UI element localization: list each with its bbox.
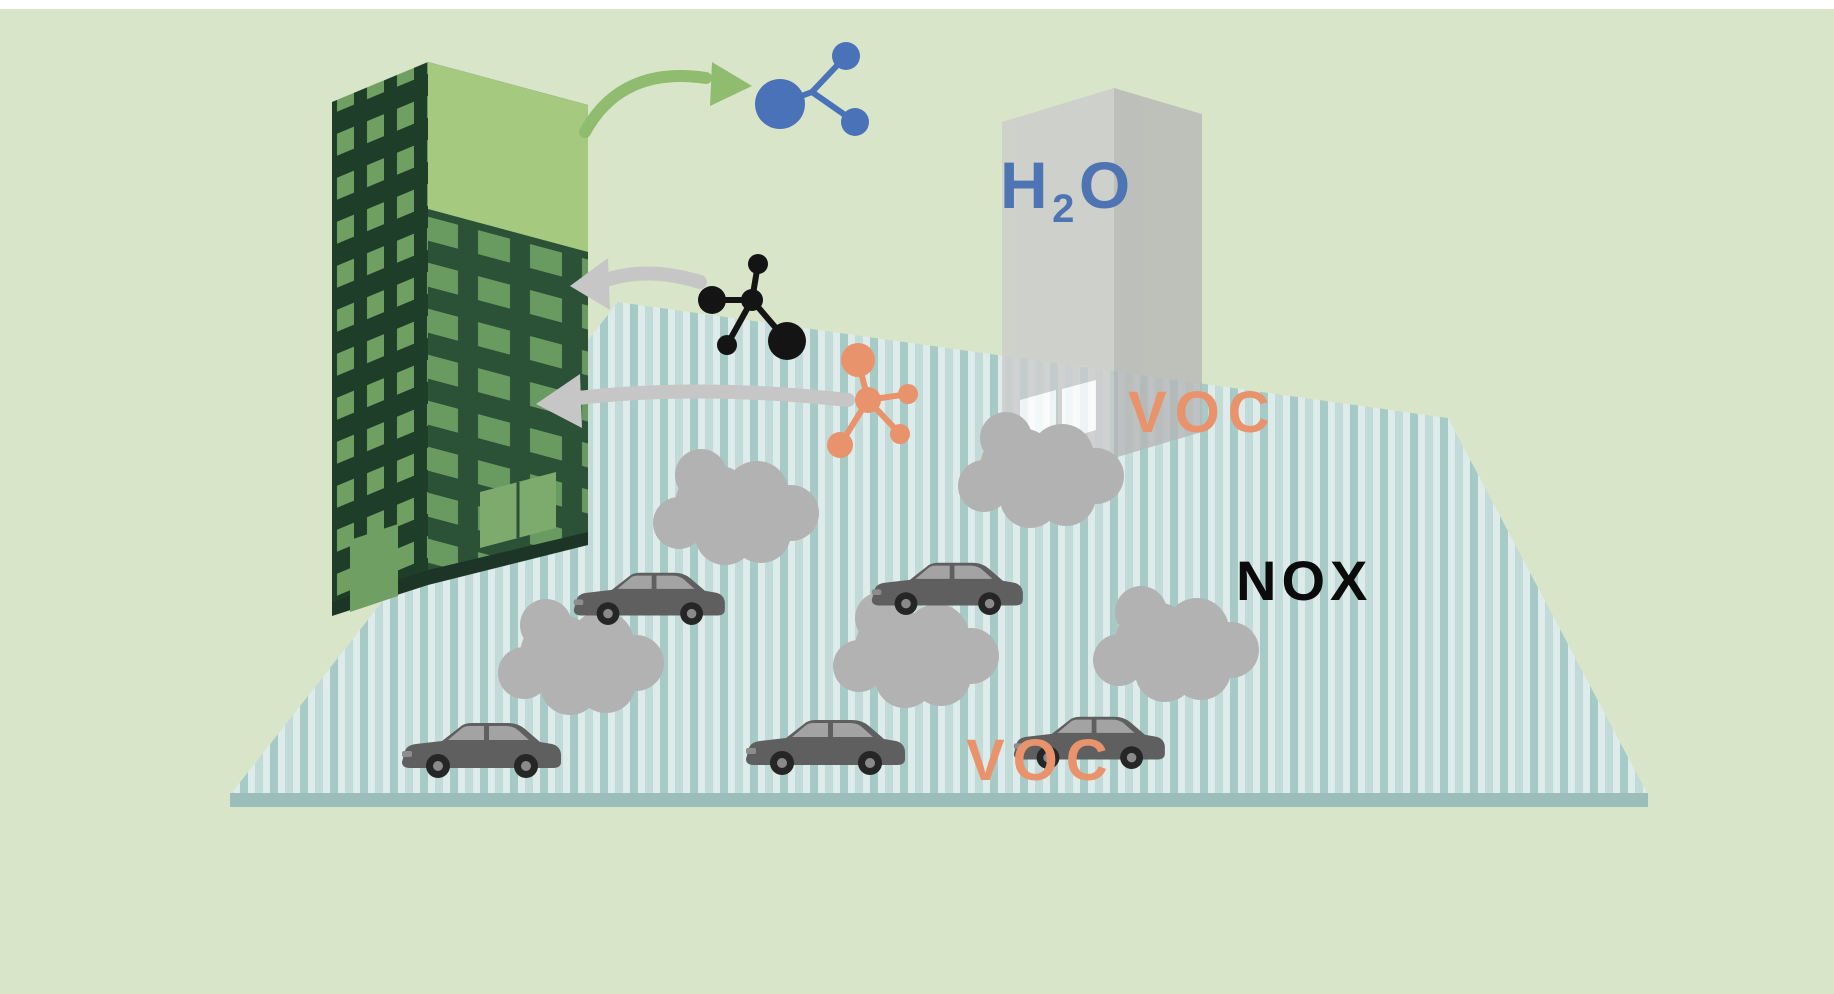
- voc-label-lower: VOC: [966, 728, 1116, 793]
- voc-molecule-icon: [827, 343, 918, 458]
- h2o-main: H: [1000, 148, 1048, 222]
- h2o-label: H 2 O: [1000, 148, 1130, 231]
- nox-label: NOX: [1236, 549, 1372, 612]
- voc-label-upper: VOC: [1128, 380, 1278, 445]
- green-building-door-left: [350, 524, 398, 612]
- pollutant-intake-arrow-upper: [570, 258, 707, 310]
- green-building: [332, 62, 588, 616]
- h2o-tail: O: [1079, 148, 1130, 222]
- clean-air-emission-arrow: [579, 62, 752, 138]
- green-building-side-face: [332, 62, 428, 602]
- h2o-subscript: 2: [1052, 187, 1074, 231]
- top-margin: [0, 0, 1834, 9]
- pollutant-intake-arrow-lower: [536, 374, 855, 428]
- water-molecule-icon: [755, 42, 869, 136]
- nox-molecule-icon: [698, 254, 806, 360]
- green-building-eco-panel: [428, 62, 588, 252]
